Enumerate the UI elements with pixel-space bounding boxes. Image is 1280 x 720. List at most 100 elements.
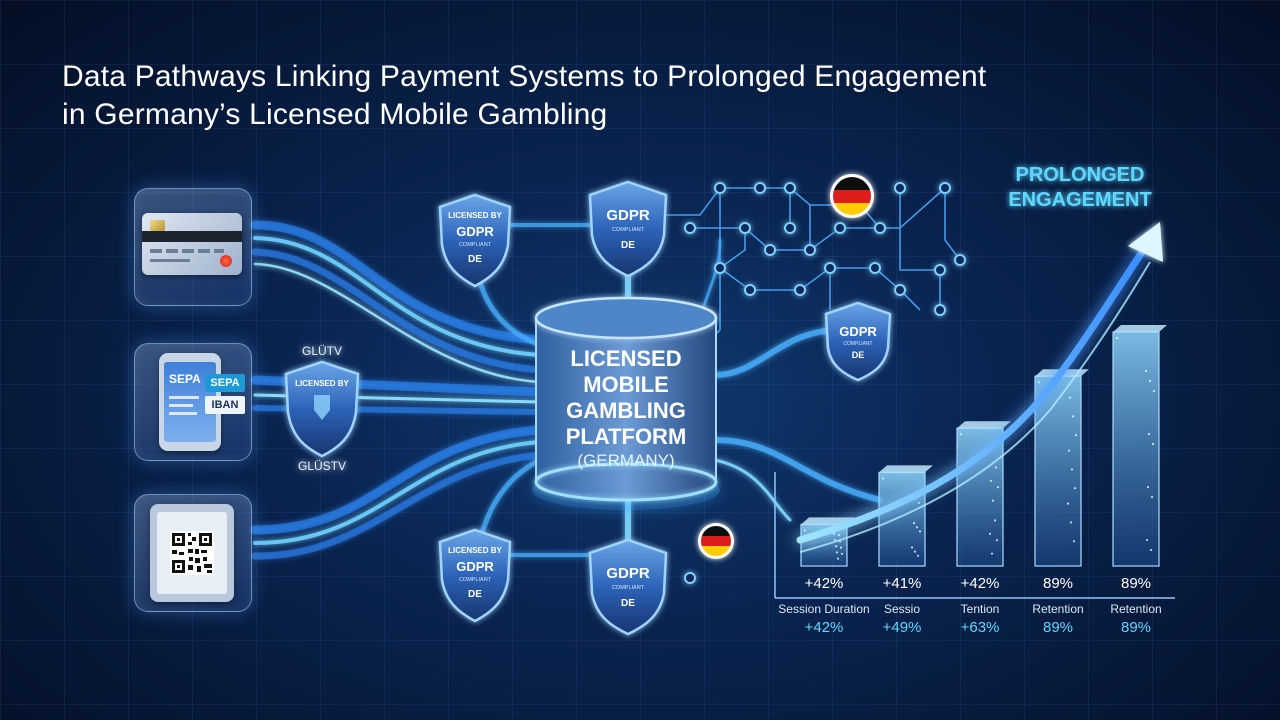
node	[754, 182, 766, 194]
german-flag-badge-top	[830, 174, 874, 218]
tablet-icon	[150, 504, 234, 602]
sparkle-dot	[912, 521, 916, 525]
category-label: Session Duration	[778, 602, 869, 616]
sparkle-dot	[1152, 389, 1156, 393]
sparkle-dot	[840, 552, 844, 555]
phone-screen-line	[169, 404, 193, 407]
sparkle-dot	[1066, 502, 1070, 505]
chart-bar-top	[801, 517, 855, 525]
engagement-line-1: PROLONGED	[1016, 164, 1145, 186]
sparkle-dot	[835, 551, 839, 554]
sparkle-dot	[1071, 415, 1075, 418]
sparkle-dot	[1074, 434, 1078, 437]
chart-bar	[956, 421, 1011, 567]
sepa-phone-tile: SEPA SEPA IBAN	[134, 343, 252, 461]
sparkle-dot	[916, 554, 920, 557]
shield-compliant-label: COMPLIANT	[612, 227, 645, 233]
sparkle-dot	[996, 486, 1000, 489]
sparkle-dot	[1070, 468, 1074, 471]
platform-cylinder: LICENSED MOBILE GAMBLING PLATFORM (GERMA…	[532, 296, 720, 510]
node	[804, 244, 816, 256]
node	[684, 222, 696, 234]
german-flag-badge-bottom	[698, 523, 734, 559]
sparkle-dot	[993, 519, 997, 522]
metric-value-label: 89%	[1043, 619, 1073, 636]
sparkle-dot	[834, 545, 838, 548]
shield-glustv-inner-text: LICENSED BY	[295, 379, 349, 388]
phone-screen-line	[169, 412, 197, 415]
sparkle-dot	[1144, 369, 1148, 373]
sparkle-dot	[991, 499, 995, 502]
shield-licensed-top: LICENSED BY GDPR COMPLIANT DE	[438, 193, 512, 288]
shield-gdpr-label: GDPR	[839, 324, 877, 339]
node	[744, 284, 756, 296]
shield-gdpr-right: GDPR COMPLIANT DE	[824, 301, 892, 382]
shield-compliant-label: COMPLIANT	[843, 341, 872, 347]
sparkle-dot	[1147, 432, 1151, 436]
category-label: Tention	[961, 602, 1000, 616]
shield-licensed-bottom: LICENSED BY GDPR COMPLIANT DE	[438, 528, 512, 623]
tablet-screen	[157, 512, 227, 594]
sparkle-dot	[995, 539, 999, 542]
sparkle-dot	[1037, 381, 1041, 384]
card-brand-icon	[220, 255, 232, 267]
shield-icon	[824, 301, 892, 382]
node	[934, 264, 946, 276]
crest-icon	[314, 395, 330, 420]
sparkle-dot	[990, 552, 994, 555]
shield-icon	[438, 193, 512, 288]
node	[784, 222, 796, 234]
qr-code-icon	[170, 531, 214, 575]
shield-compliant-label: COMPLIANT	[459, 577, 492, 583]
sparkle-dot	[1068, 396, 1072, 399]
title-line-2: in Germany’s Licensed Mobile Gambling	[62, 98, 608, 131]
sparkle-dot	[1067, 449, 1071, 452]
sparkle-dot	[803, 529, 807, 532]
engagement-line-2: ENGAGEMENT	[1008, 189, 1151, 211]
qr-tablet-tile	[134, 494, 252, 612]
metric-value-label: +42%	[805, 619, 844, 636]
shield-de-label: DE	[468, 589, 482, 600]
sparkle-dot	[988, 532, 992, 535]
shield-gdpr-label: GDPR	[606, 565, 650, 582]
iban-badge: IBAN	[205, 396, 245, 414]
flag-icon	[833, 177, 871, 215]
shield-licensed-label: LICENSED BY	[448, 211, 502, 220]
chart-bar	[1112, 325, 1167, 567]
node	[764, 244, 776, 256]
trend-wave-line	[799, 261, 1151, 553]
trend-arrow-line	[796, 236, 1154, 544]
card-magstripe	[142, 231, 242, 242]
credit-card-icon	[142, 213, 242, 275]
sparkle-dot	[989, 479, 993, 482]
sparkle-dot	[910, 546, 914, 549]
sparkle-dot	[917, 501, 921, 504]
sparkle-dot	[1148, 379, 1152, 383]
node	[874, 222, 886, 234]
sparkle-dot	[913, 550, 917, 553]
page-title: Data Pathways Linking Payment Systems to…	[62, 58, 1162, 134]
phone-screen-line	[169, 396, 199, 399]
flag-icon	[701, 526, 731, 556]
shield-compliant-label: COMPLIANT	[612, 585, 645, 591]
shield-de-label: DE	[621, 598, 635, 609]
network-nodes	[684, 182, 966, 584]
node	[894, 284, 906, 296]
chart-labels: +42%Session Duration+42%+41%Sessio+49%+4…	[778, 575, 1161, 636]
node	[784, 182, 796, 194]
sparkle-dot	[1115, 336, 1119, 340]
sparkle-dot	[959, 433, 963, 436]
engagement-chart: PROLONGED ENGAGEMENT +42% Session Duratio…	[774, 164, 1175, 636]
shield-de-label: DE	[621, 240, 635, 251]
shield-gdpr-label: GDPR	[456, 559, 494, 574]
phone-sepa-text: SEPA	[169, 372, 201, 386]
node	[869, 262, 881, 274]
sparkle-dot	[1072, 540, 1076, 543]
credit-card-tile	[134, 188, 252, 306]
sparkle-dot	[1145, 538, 1149, 542]
shield-de-label: DE	[852, 350, 865, 360]
bar-value-label: +42%	[805, 575, 844, 592]
flow-pipes	[250, 220, 883, 573]
chart-bar-body	[1112, 331, 1160, 567]
category-label: Retention	[1110, 602, 1161, 616]
